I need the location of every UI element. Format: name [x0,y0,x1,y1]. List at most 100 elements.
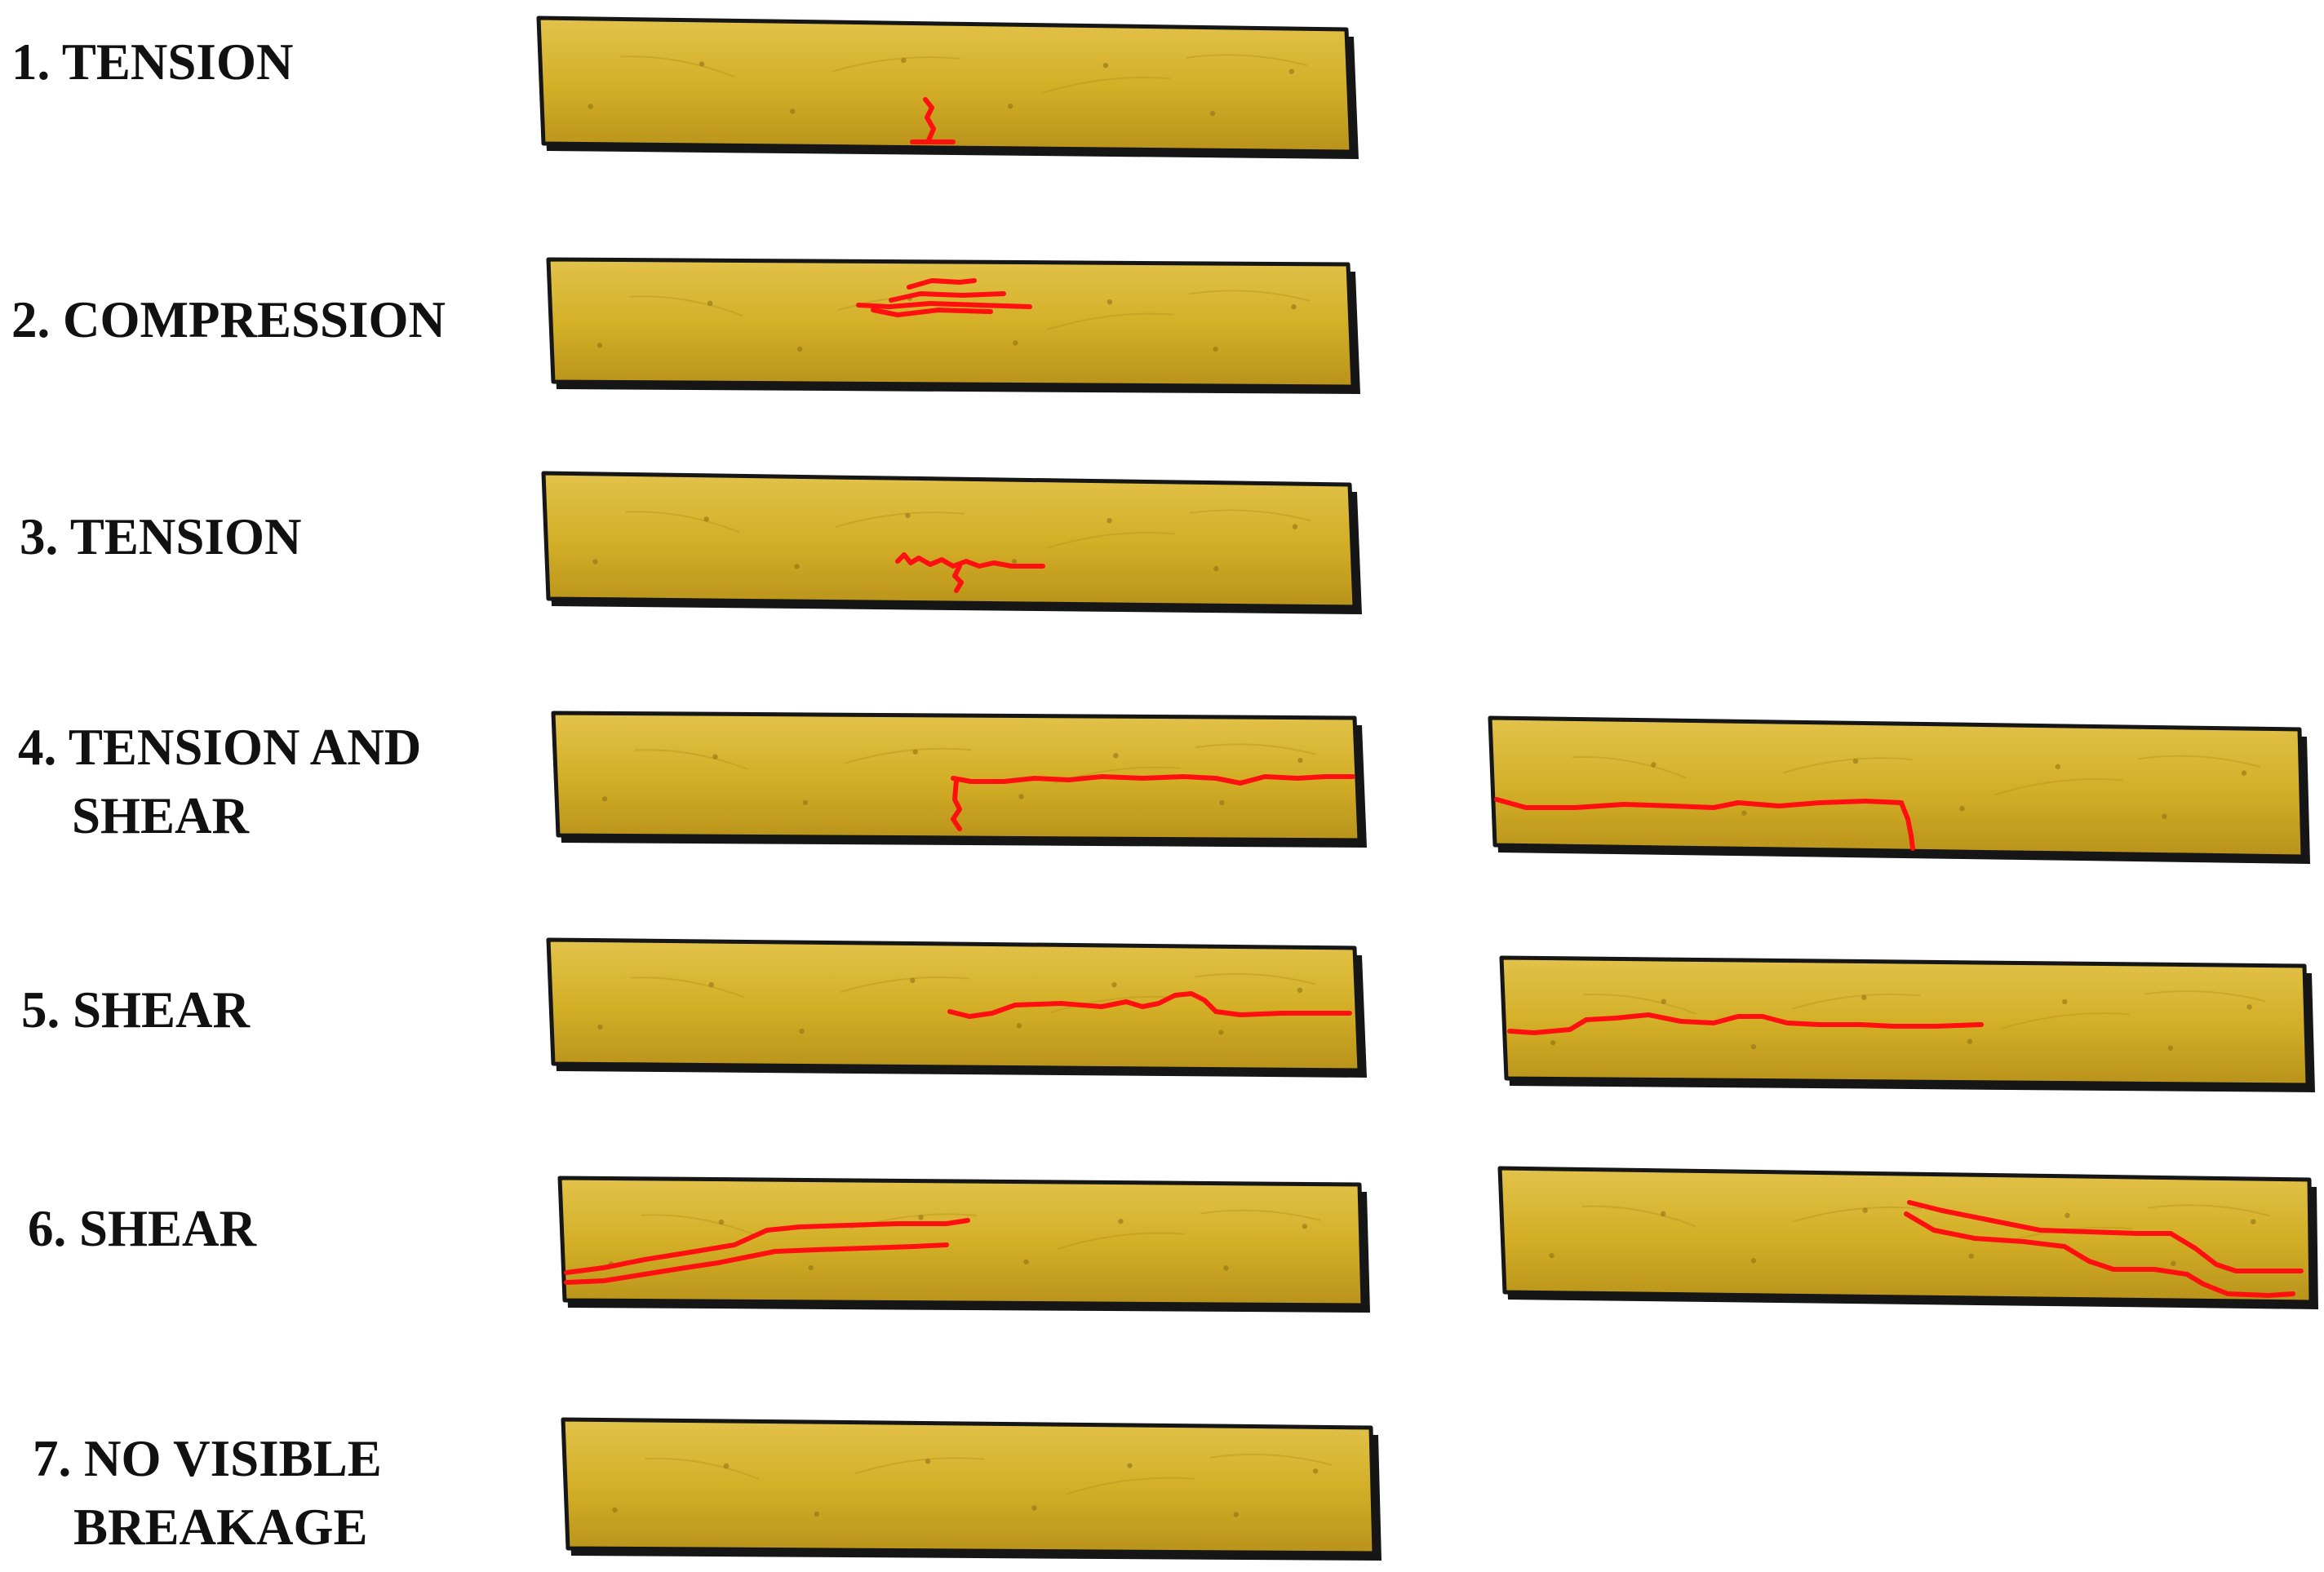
wood-knot-dot [1292,524,1298,529]
wood-grain-line [1186,54,1308,67]
wood-knot-dot [2246,1004,2252,1010]
beam-shear-diagonal-right [1497,1166,2318,1309]
wood-knot-dot [2171,1260,2176,1267]
wood-knot-dot [1302,1224,1308,1229]
wood-knot-dot [1550,1039,1556,1046]
wood-knot-dot [1102,62,1109,69]
wood-knot-dot [2065,1212,2070,1219]
label-mode-3-line-1: 3. TENSION [20,508,302,565]
beam-wood-face [546,937,1362,1073]
label-mode-1-line-1: 1. TENSION [11,33,294,91]
beam-wood-face [561,1417,1377,1556]
label-mode-3: 3. TENSION [20,503,301,571]
wood-knot-dot [2162,813,2167,820]
wood-grain-line [1194,972,1316,985]
beam-wood-face [557,1176,1365,1308]
wood-knot-dot [790,108,796,114]
wood-knot-dot [1111,981,1117,988]
crack-line [1907,1200,2304,1273]
label-mode-7-line-1: 7. NO VISIBLE [33,1430,382,1487]
wood-knot-dot [718,1219,725,1225]
wood-knot-dot [2241,770,2247,776]
label-mode-4: 4. TENSION AND SHEAR [18,713,421,850]
wood-grain-line [1581,1205,1696,1228]
wood-knot-dot [2251,1219,2256,1224]
wood-grain-line [2148,1204,2270,1217]
wood-knot-dot [1297,987,1303,994]
wood-knot-dot [1862,1207,1868,1213]
wood-knot-dot [1209,110,1216,117]
wood-knot-dot [1741,810,1747,816]
wood-knot-dot [799,1028,805,1034]
wood-knot-dot [1549,1252,1555,1259]
wood-knot-dot [814,1511,819,1517]
wood-knot-dot [1233,1512,1239,1517]
wood-knot-dot [1023,1259,1029,1265]
wood-knot-dot [712,754,718,759]
wood-knot-dot [1661,1211,1666,1217]
beam-shear-horizontal-right [1499,955,2315,1092]
wood-grain-line [625,511,740,534]
wood-grain-line [843,747,972,765]
wood-knot-dot [1861,994,1867,1000]
wood-grain-line [634,749,748,770]
beam-wood-face [1499,955,2310,1087]
wood-knot-dot [808,1264,814,1271]
wood-grain-line [1583,994,1696,1015]
beam-shear-horizontal-left [546,937,1367,1078]
wood-knot-dot [1968,1253,1974,1259]
beam-compression-wrinkle [546,257,1360,394]
wood-grain-line [1209,1453,1332,1466]
wood-knot-dot [925,1459,931,1464]
beam-wood-face [546,257,1355,389]
wood-knot-dot [901,57,907,64]
wood-knot-dot [1107,299,1113,305]
wood-knot-dot [723,1463,730,1469]
crack-line [951,777,962,831]
wood-grain-line [620,55,735,78]
label-mode-4-line-2: SHEAR [72,787,250,844]
wood-knot-dot [592,559,598,565]
wood-grain-line [1792,1206,1923,1223]
wood-grain-line [1046,312,1174,331]
wood-knot-dot [1291,303,1297,310]
wood-knot-dot [612,1507,618,1513]
beam-tension-splinter [541,471,1362,614]
wood-knot-dot [1959,805,1965,812]
crack-line [871,308,993,317]
wood-knot-dot [699,61,705,67]
wood-knot-dot [1011,559,1018,565]
label-mode-5: 5. SHEAR [21,976,250,1044]
crack-line [564,1242,949,1285]
wood-knot-dot [1218,1030,1224,1035]
label-mode-4-line-1: 4. TENSION AND [18,719,422,776]
wood-knot-dot [1750,1044,1757,1050]
wood-grain-line [1195,743,1316,755]
wood-knot-dot [2055,764,2061,769]
wood-knot-dot [1213,346,1218,352]
wood-grain-line [1200,1209,1321,1221]
wood-knot-dot [1118,1218,1124,1224]
label-mode-7-line-2: BREAKAGE [73,1499,368,1556]
crack-line [907,278,977,290]
crack-line [895,552,1045,569]
wood-knot-dot [601,796,608,802]
wood-knot-dot [597,1024,603,1030]
wood-grain-line [1041,77,1171,94]
crack-line [856,301,1032,309]
wood-grain-line [645,1457,760,1480]
label-mode-6: 6. SHEAR [28,1194,256,1263]
wood-knot-dot [1852,758,1859,764]
wood-knot-dot [588,104,593,109]
wood-grain-line [641,1214,755,1236]
crack-line [1507,1012,1984,1035]
crack-line [1904,1211,2295,1298]
wood-knot-dot [707,300,713,306]
wood-knot-dot [1967,1038,1973,1044]
wood-knot-dot [1127,1463,1133,1468]
wood-knot-dot [910,977,916,984]
wood-grain-line [855,1457,985,1475]
beam-shear-diagonal-left [557,1176,1370,1313]
wood-knot-dot [1007,104,1013,109]
crack-line [1494,797,1904,810]
